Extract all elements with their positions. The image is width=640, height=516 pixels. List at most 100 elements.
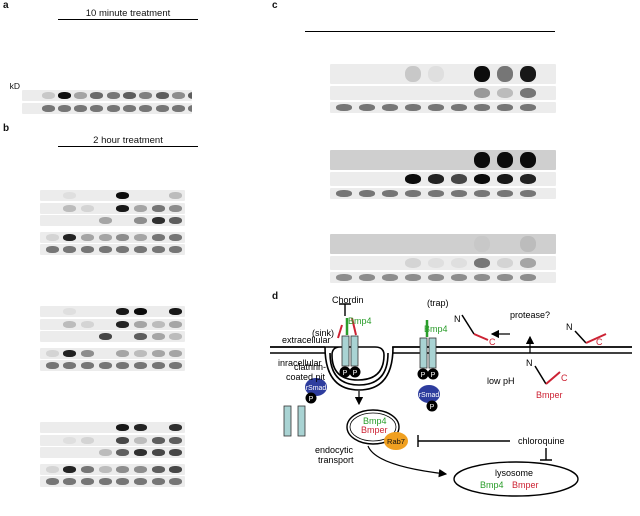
panel-a-kd-label: kD (9, 81, 20, 91)
blot-band (63, 465, 77, 473)
panel-b-blot (40, 422, 185, 433)
blot-band (134, 217, 147, 224)
blot-band (428, 258, 444, 268)
panel-b-blot (40, 306, 185, 317)
blot-band (63, 349, 77, 357)
panel-b-blot (40, 463, 185, 475)
rab7-label: Rab7 (387, 437, 405, 446)
rsmad-left-label: rSmad (306, 385, 327, 392)
blot-band (63, 436, 77, 444)
blot-band (451, 274, 467, 281)
trap-label: (trap) (427, 298, 449, 308)
blot-band (151, 436, 165, 444)
blot-band (98, 333, 112, 340)
blot-band (169, 308, 183, 315)
blot-band (474, 66, 490, 82)
blot-band (171, 105, 185, 112)
clathrin-label-2: coated pit (286, 372, 326, 382)
blot-band (169, 192, 183, 199)
panel-b-blot (40, 476, 185, 487)
c-label-trap: C (489, 337, 496, 347)
endosome (346, 409, 400, 445)
blot-band (405, 190, 421, 197)
phospho-p-5 (426, 400, 438, 412)
phospho-p-2 (349, 366, 361, 378)
blot-band (151, 349, 165, 357)
blot-band (98, 465, 112, 473)
blot-band (45, 465, 59, 473)
panel-c-blot (330, 256, 556, 270)
blot-band (520, 66, 536, 82)
blot-band (474, 104, 490, 111)
intracellular-label: inracellular (278, 358, 322, 368)
chordin-inhibit (339, 303, 351, 316)
blot-band (520, 274, 536, 281)
endosome-bmp4-label: Bmp4 (363, 416, 387, 426)
blot-band (169, 465, 183, 473)
blot-band (80, 320, 94, 328)
blot-band (474, 236, 490, 252)
blot-band (63, 192, 77, 199)
blot-band (98, 217, 112, 224)
free-receptor-ii (297, 405, 306, 437)
blot-band (80, 436, 94, 444)
panel-b-blot (40, 331, 185, 342)
receptor-i-pit (341, 335, 350, 367)
panel-b-blot (40, 215, 185, 226)
panel-c-label: c (272, 0, 278, 11)
panel-b-blot (40, 434, 185, 446)
phospho-p-1 (339, 366, 351, 378)
blot-band (188, 92, 192, 99)
rsmad-trap (418, 385, 440, 403)
extracellular-label: extracellular (282, 335, 331, 345)
blot-band (63, 320, 77, 328)
phospho-p-2-label: P (353, 370, 358, 377)
blot-band (106, 92, 120, 99)
endocytic-label-2: transport (318, 455, 354, 465)
panel-c-blot (330, 234, 556, 254)
blot-band (151, 320, 165, 328)
blot-band (169, 436, 183, 444)
panel-b-blot (40, 447, 185, 458)
rab7-blob (384, 432, 408, 450)
bmper-sink-red-1 (351, 317, 357, 336)
blot-band (474, 190, 490, 197)
c-label-top: C (596, 337, 603, 347)
blot-band (451, 174, 467, 184)
bmper-low-red (545, 371, 561, 385)
blot-band (134, 308, 147, 315)
blot-band (98, 233, 112, 241)
free-receptor-i (283, 405, 292, 437)
blot-band (116, 192, 130, 199)
blot-band (63, 204, 77, 212)
blot-band (116, 246, 130, 253)
blot-band (123, 92, 136, 99)
blot-band (520, 174, 536, 184)
c-label-low: C (561, 373, 568, 383)
rsmad-trap-label: rSmad (419, 392, 440, 399)
blot-band (134, 465, 147, 473)
blot-band (169, 217, 183, 224)
endosome-bmper-label: Bmper (361, 425, 388, 435)
blot-band (497, 190, 513, 197)
blot-band (116, 320, 130, 328)
panel-b-title: 2 hour treatment (93, 135, 163, 146)
blot-band (134, 436, 147, 444)
blot-band (116, 478, 130, 485)
blot-band (134, 478, 147, 485)
blot-band (151, 217, 165, 224)
clathrin-pit-outer (324, 346, 394, 391)
lysosome-bmp4-label: Bmp4 (480, 480, 504, 490)
blot-band (474, 152, 490, 168)
phospho-p-6-label: P (309, 396, 314, 403)
blot-band (134, 333, 147, 340)
blot-band (169, 246, 183, 253)
clathrin-label-1: clathrin- (294, 362, 326, 372)
protease-label: protease? (510, 310, 550, 320)
blot-band (116, 449, 130, 456)
blot-band (428, 274, 444, 281)
blot-band (45, 362, 59, 369)
blot-band (359, 274, 375, 281)
bmper-low-black (534, 365, 547, 385)
blot-band (336, 274, 352, 281)
